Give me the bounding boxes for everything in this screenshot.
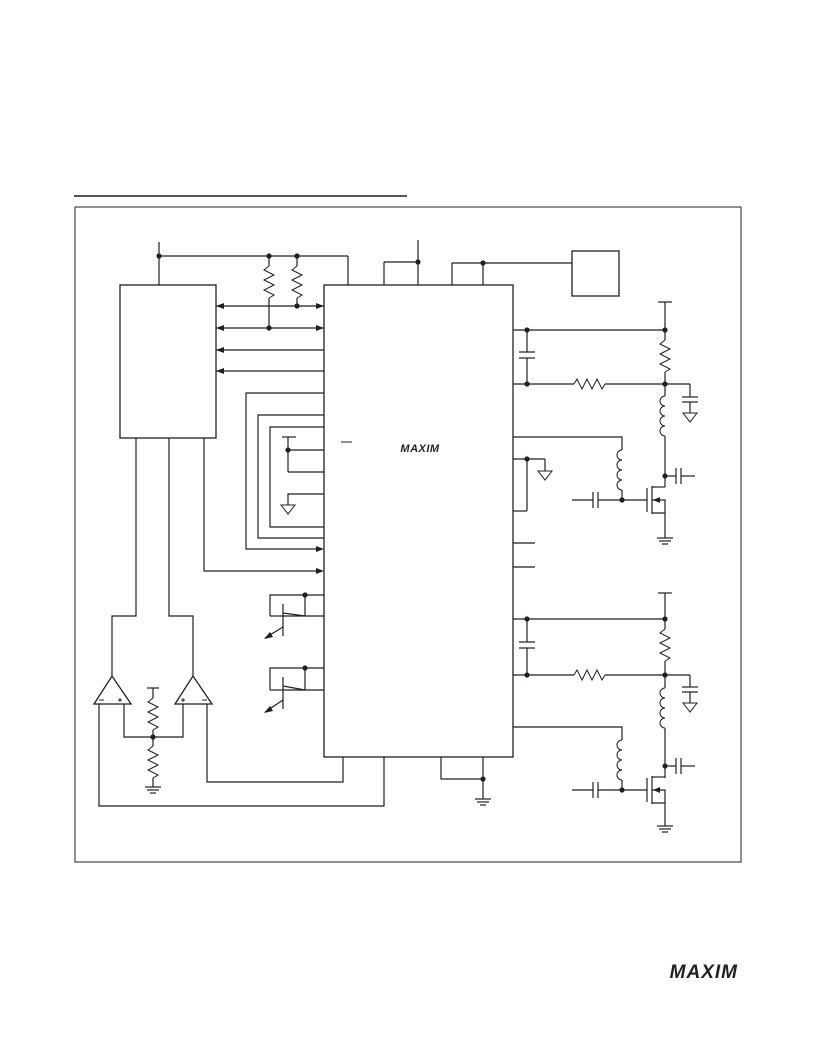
channel-1-input-capacitor	[572, 492, 647, 508]
ic-left-supply	[282, 436, 324, 473]
routing-lines	[203, 392, 324, 574]
ic-right-pins	[513, 542, 535, 568]
ic-top-reference	[451, 260, 572, 285]
channel-1-bypass-capacitor	[519, 330, 535, 387]
channel-2-gate-drive	[513, 726, 625, 793]
ic-left-ground	[279, 493, 324, 515]
channel-2-output-capacitor	[662, 758, 695, 774]
channel-2-pullup-resistor	[658, 619, 672, 675]
ic-bottom-ground	[440, 757, 491, 806]
reference-block	[571, 250, 620, 297]
channel-1-decoupling-capacitor	[681, 384, 699, 423]
footer-brand-logo: MAXIM	[670, 962, 739, 983]
channel-1-series-resistor	[513, 377, 690, 391]
channel-2-inductor	[659, 675, 666, 778]
bus-line-4	[216, 368, 324, 374]
op-amp-feedback	[98, 704, 385, 807]
channel-2-bypass-capacitor	[519, 619, 535, 678]
transistor-1	[264, 592, 324, 639]
channel-1-ground-return	[513, 456, 554, 512]
controller-feedback-lines	[111, 438, 194, 676]
pullup-resistor-2	[290, 256, 304, 309]
op-amp-2	[173, 674, 214, 705]
op-amp-divider	[123, 687, 184, 794]
channel-1-supply	[513, 301, 672, 333]
channel-2-mosfet	[646, 776, 673, 833]
channel-1-mosfet	[646, 486, 673, 545]
bus-line-3	[216, 347, 324, 353]
channel-2-series-resistor	[513, 668, 690, 682]
channel-1-output-capacitor	[662, 468, 695, 484]
figure-frame	[74, 206, 742, 863]
transistor-2	[264, 665, 324, 713]
channel-1-inductor	[659, 384, 666, 487]
ic-logo: MAXIM	[400, 443, 440, 455]
supply-rail	[156, 242, 349, 285]
channel-1-pullup-resistor	[658, 330, 672, 384]
op-amp-1	[92, 674, 133, 705]
channel-2-input-capacitor	[572, 782, 647, 798]
main-ic	[323, 284, 514, 758]
channel-2-decoupling-capacitor	[681, 675, 699, 713]
controller-block	[119, 284, 217, 439]
channel-1-gate-drive	[513, 436, 625, 503]
bus-line-2	[216, 325, 324, 331]
bus-line-1	[216, 303, 324, 309]
ic-top-supply	[383, 240, 421, 285]
pullup-resistor-1	[262, 256, 276, 331]
channel-2-supply	[513, 592, 672, 622]
